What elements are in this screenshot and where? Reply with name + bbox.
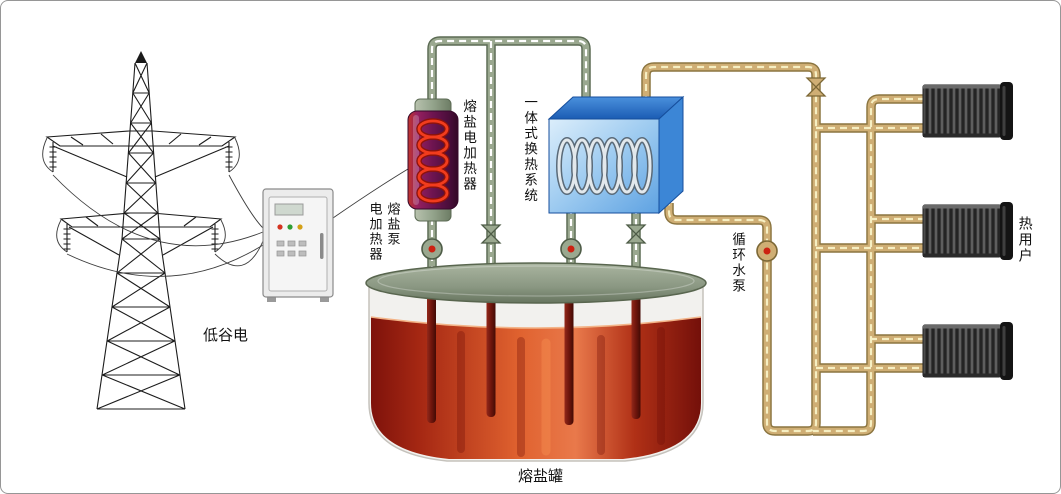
molten-salt-pump-icon (421, 238, 443, 260)
salt-valve-icon (480, 224, 502, 244)
transmission-tower (42, 51, 409, 410)
tank-lid (365, 262, 707, 304)
molten-salt-pump-icon (560, 238, 582, 260)
molten-salt-tank (365, 262, 707, 462)
radiator (921, 200, 1015, 262)
label-heat-users: 热用户 (1017, 216, 1034, 264)
exchanger-coil-icon (559, 140, 650, 192)
cabinet-buttons (276, 240, 307, 257)
insulator-string-icon (42, 137, 240, 253)
water-valve-icon (805, 77, 827, 97)
label-molten-salt-pump: 熔盐泵 (385, 202, 401, 247)
control-cabinet (262, 188, 334, 302)
cabinet-handle (320, 233, 324, 259)
label-circulating-water-pump: 循环水泵 (730, 232, 746, 294)
label-molten-salt-tank: 熔盐罐 (518, 468, 564, 485)
radiator (921, 320, 1015, 382)
immersion-heater-rods (427, 291, 641, 425)
radiator (921, 80, 1015, 142)
indicator-green (287, 224, 293, 230)
label-molten-salt-electric-heater: 熔盐电加热器 (461, 99, 477, 192)
molten-salt-liquid (371, 317, 701, 459)
cabinet-display (274, 203, 304, 216)
circulating-water-pump-icon (756, 240, 778, 262)
indicator-red (277, 224, 283, 230)
indicator-amber (297, 224, 303, 230)
salt-valve-icon (625, 224, 647, 244)
molten-salt-electric-heater (407, 98, 459, 222)
power-wires (52, 168, 409, 277)
label-off-peak-power: 低谷电 (203, 327, 249, 344)
integrated-heat-exchanger (547, 95, 685, 215)
label-electric-heater: 电加热器 (367, 202, 383, 262)
label-integrated-heat-exchanger: 一体式换热系统 (522, 95, 538, 204)
